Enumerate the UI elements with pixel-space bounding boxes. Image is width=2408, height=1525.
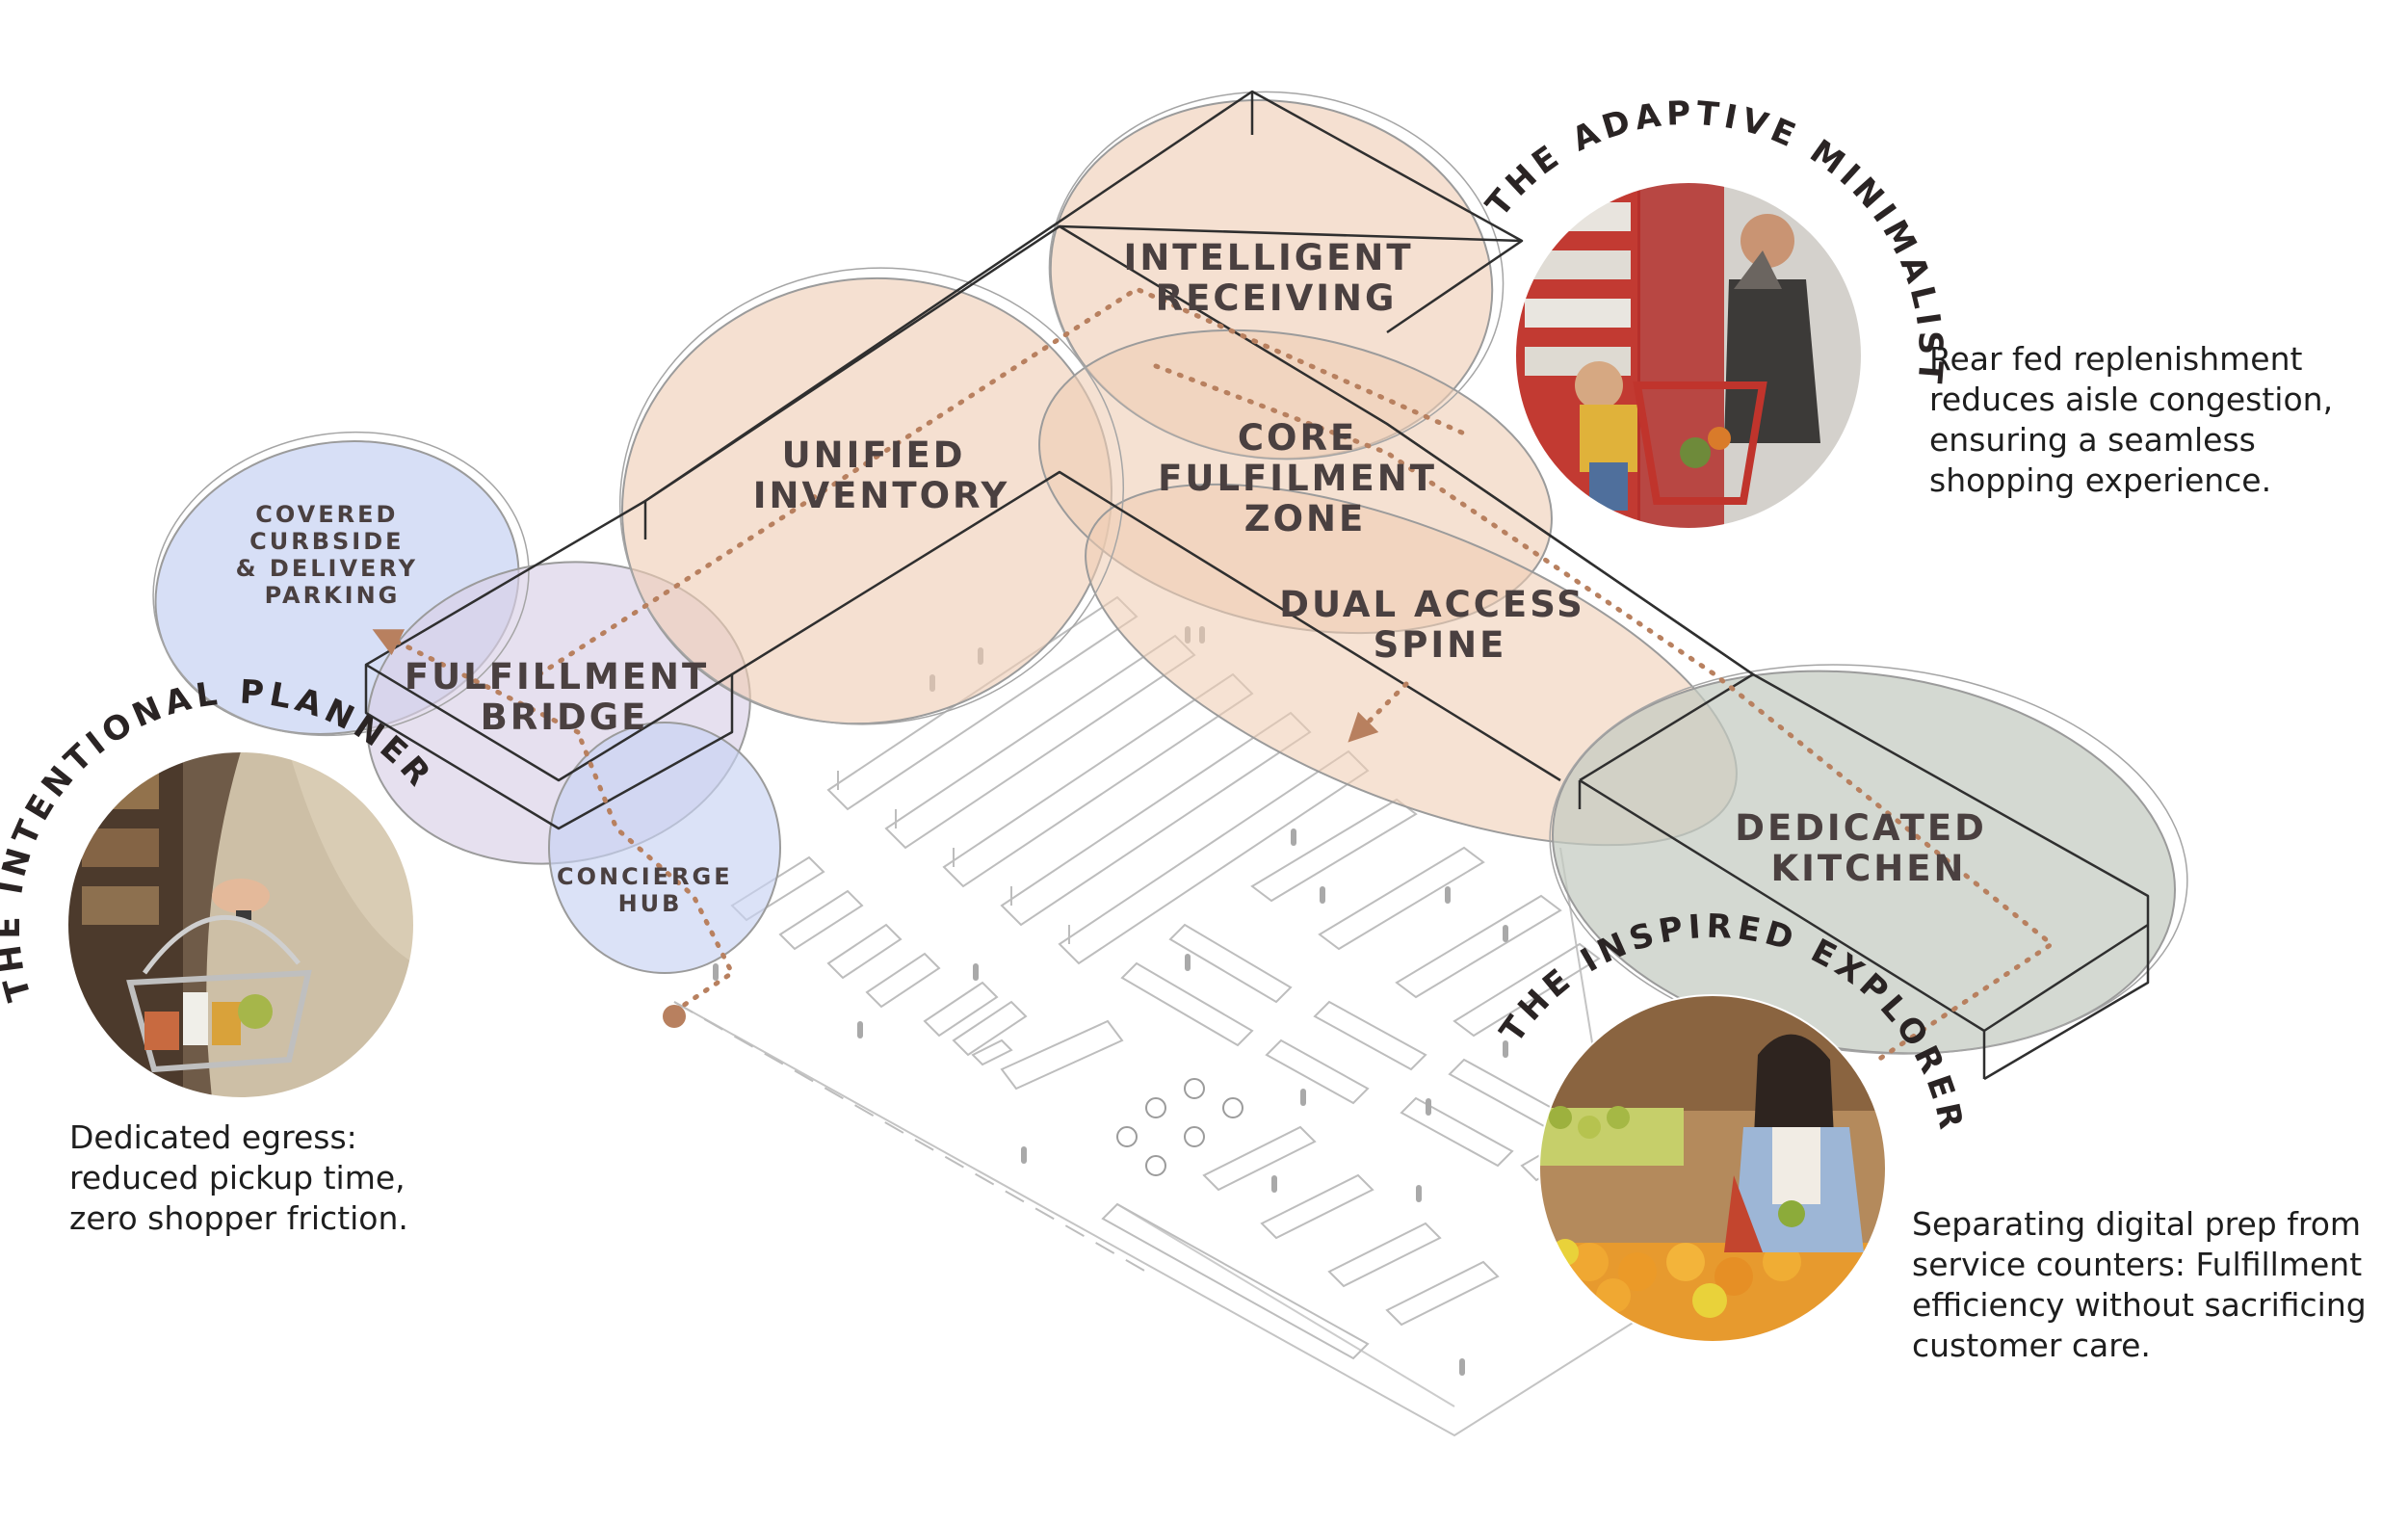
label-dual-access-spine: DUAL ACCESS SPINE (1279, 584, 1600, 666)
volume-top-long (644, 90, 1524, 503)
route-origin-dot (663, 1005, 686, 1028)
shopper-with-basket-photo-icon (67, 751, 414, 1098)
checkout-pods (1116, 1078, 1243, 1176)
route-to-curbside (372, 629, 581, 735)
entrance-fixtures (730, 855, 1028, 1066)
store-front-edge (1116, 1203, 1455, 1407)
label-core-fulfilment: CORE FULFILMENT ZONE (1158, 417, 1453, 539)
label-fulfillment-bridge: FULFILLMENT BRIDGE (405, 656, 724, 738)
caption-adaptive-minimalist: Rear fed replenishment reduces aisle con… (1929, 340, 2334, 499)
front-counter (1101, 1202, 1370, 1360)
caption-inspired-explorer: Separating digital prep from service cou… (1912, 1205, 2367, 1364)
zone-labels: INTELLIGENT RECEIVING UNIFIED INVENTORY … (236, 237, 2002, 917)
caption-intentional-planner: Dedicated egress: reduced pickup time, z… (69, 1118, 408, 1237)
label-concierge-hub: CONCIERGE HUB (557, 863, 744, 917)
family-with-cart-photo-icon (1515, 182, 1862, 529)
woman-choosing-produce-photo-icon (1539, 995, 1886, 1342)
volume-spine-top (1386, 422, 2150, 1081)
label-dedicated-kitchen: DEDICATED KITCHEN (1735, 807, 2002, 889)
label-intelligent-receiving: INTELLIGENT RECEIVING (1124, 237, 1429, 319)
zone-bubble-concierge-hub (548, 722, 781, 974)
label-unified-inventory: UNIFIED INVENTORY (753, 434, 1010, 516)
fulfillment-route (372, 286, 2056, 1063)
store-entrance-dashes (673, 1001, 1147, 1273)
route-to-core (1348, 681, 1409, 743)
volume-bridge (364, 499, 734, 830)
volume-kitchen-box (1578, 672, 2149, 1079)
route-spine (1153, 363, 2056, 1063)
zone-bubbles (152, 91, 2188, 1055)
label-covered-curbside: COVERED CURBSIDE & DELIVERY PARKING (236, 501, 430, 609)
route-inventory-to-receiving (537, 286, 1467, 677)
